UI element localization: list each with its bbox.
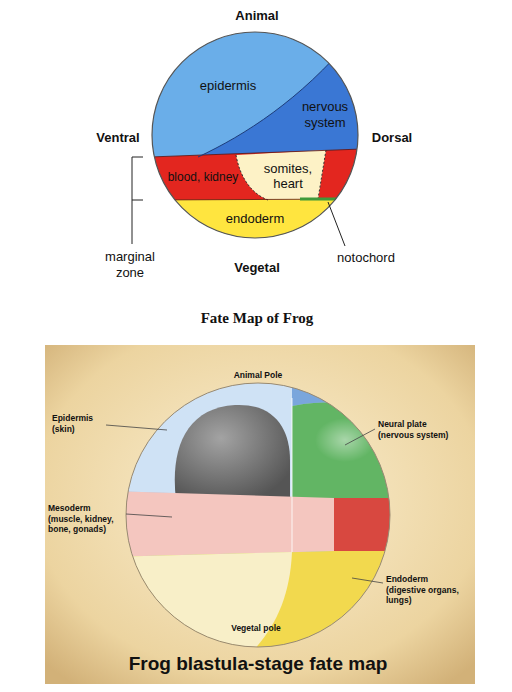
neural-boundary — [198, 38, 352, 157]
diagram-label: Epidermis (skin) — [52, 413, 104, 434]
nervous-region — [198, 38, 362, 157]
somite-region — [236, 150, 326, 200]
highlight — [315, 418, 375, 462]
dotted-boundary — [318, 150, 326, 199]
notochord-strip — [300, 198, 340, 201]
blastula-regions — [110, 380, 400, 660]
label-box: Vegetal — [234, 260, 280, 276]
label-box: Neural plate (nervous system) — [378, 419, 462, 440]
fate-region: somites, heart — [259, 161, 317, 191]
leader-line — [352, 578, 383, 583]
diagram-label: Ventral — [96, 130, 139, 146]
label-box: Animal — [235, 8, 278, 24]
caption-box: Fate Map of Frog — [201, 309, 314, 328]
diagram-label: notochord — [337, 250, 395, 266]
leader-line — [126, 514, 172, 517]
label-box: marginal zone — [98, 249, 162, 281]
caption-text: Fate Map of Frog — [201, 309, 314, 328]
region-label: nervous system — [294, 99, 356, 131]
label-box: Endoderm (digestive organs, lungs) — [386, 574, 466, 606]
cut-edge — [291, 398, 292, 552]
image-background — [45, 345, 475, 684]
fate-region: nervous system — [294, 99, 356, 131]
diagram-label: Animal Pole — [234, 370, 283, 381]
neural-plate-region — [284, 402, 400, 500]
region-label: somites, heart — [259, 161, 317, 191]
region-label: endoderm — [226, 211, 285, 227]
label-box: Mesoderm (muscle, kidney, bone, gonads) — [48, 503, 122, 535]
label-box: Vegetal pole — [231, 623, 281, 634]
diagram-label: Vegetal pole — [231, 623, 281, 634]
blastocoel — [175, 405, 290, 500]
leader-line — [345, 429, 375, 445]
label-box: Dorsal — [372, 130, 412, 146]
diagram-label: Animal — [235, 8, 278, 24]
band-boundary — [150, 199, 362, 200]
label-box: Animal Pole — [234, 370, 283, 381]
diagram-label: Endoderm (digestive organs, lungs) — [386, 574, 466, 606]
leader-line — [328, 202, 345, 246]
diagram-label: Neural plate (nervous system) — [378, 419, 462, 440]
endoderm-region — [110, 551, 400, 660]
label-box: Frog blastula-stage fate map — [129, 652, 388, 676]
marginal-band — [150, 149, 362, 200]
fate-region: epidermis — [200, 78, 256, 94]
diagram-label: Frog blastula-stage fate map — [129, 652, 388, 676]
diagram-label: Vegetal — [234, 260, 280, 276]
region-label: blood, kidney — [168, 170, 239, 185]
fate-region: blood, kidney — [168, 170, 239, 185]
diagram-label: marginal zone — [98, 249, 162, 281]
fate-region: endoderm — [226, 211, 285, 227]
region-label: epidermis — [200, 78, 256, 94]
label-box: notochord — [337, 250, 395, 266]
label-box: Ventral — [96, 130, 139, 146]
band-boundary — [150, 149, 362, 157]
dotted-boundary — [236, 155, 268, 200]
marginal-bracket — [132, 157, 143, 244]
diagram-label: Dorsal — [372, 130, 412, 146]
leader-line — [106, 425, 167, 430]
circle-outline — [152, 32, 358, 238]
label-box: Epidermis (skin) — [52, 413, 104, 434]
diagram-label: Mesoderm (muscle, kidney, bone, gonads) — [48, 503, 122, 535]
sphere-outline — [126, 383, 390, 647]
mesoderm-region — [110, 491, 334, 557]
